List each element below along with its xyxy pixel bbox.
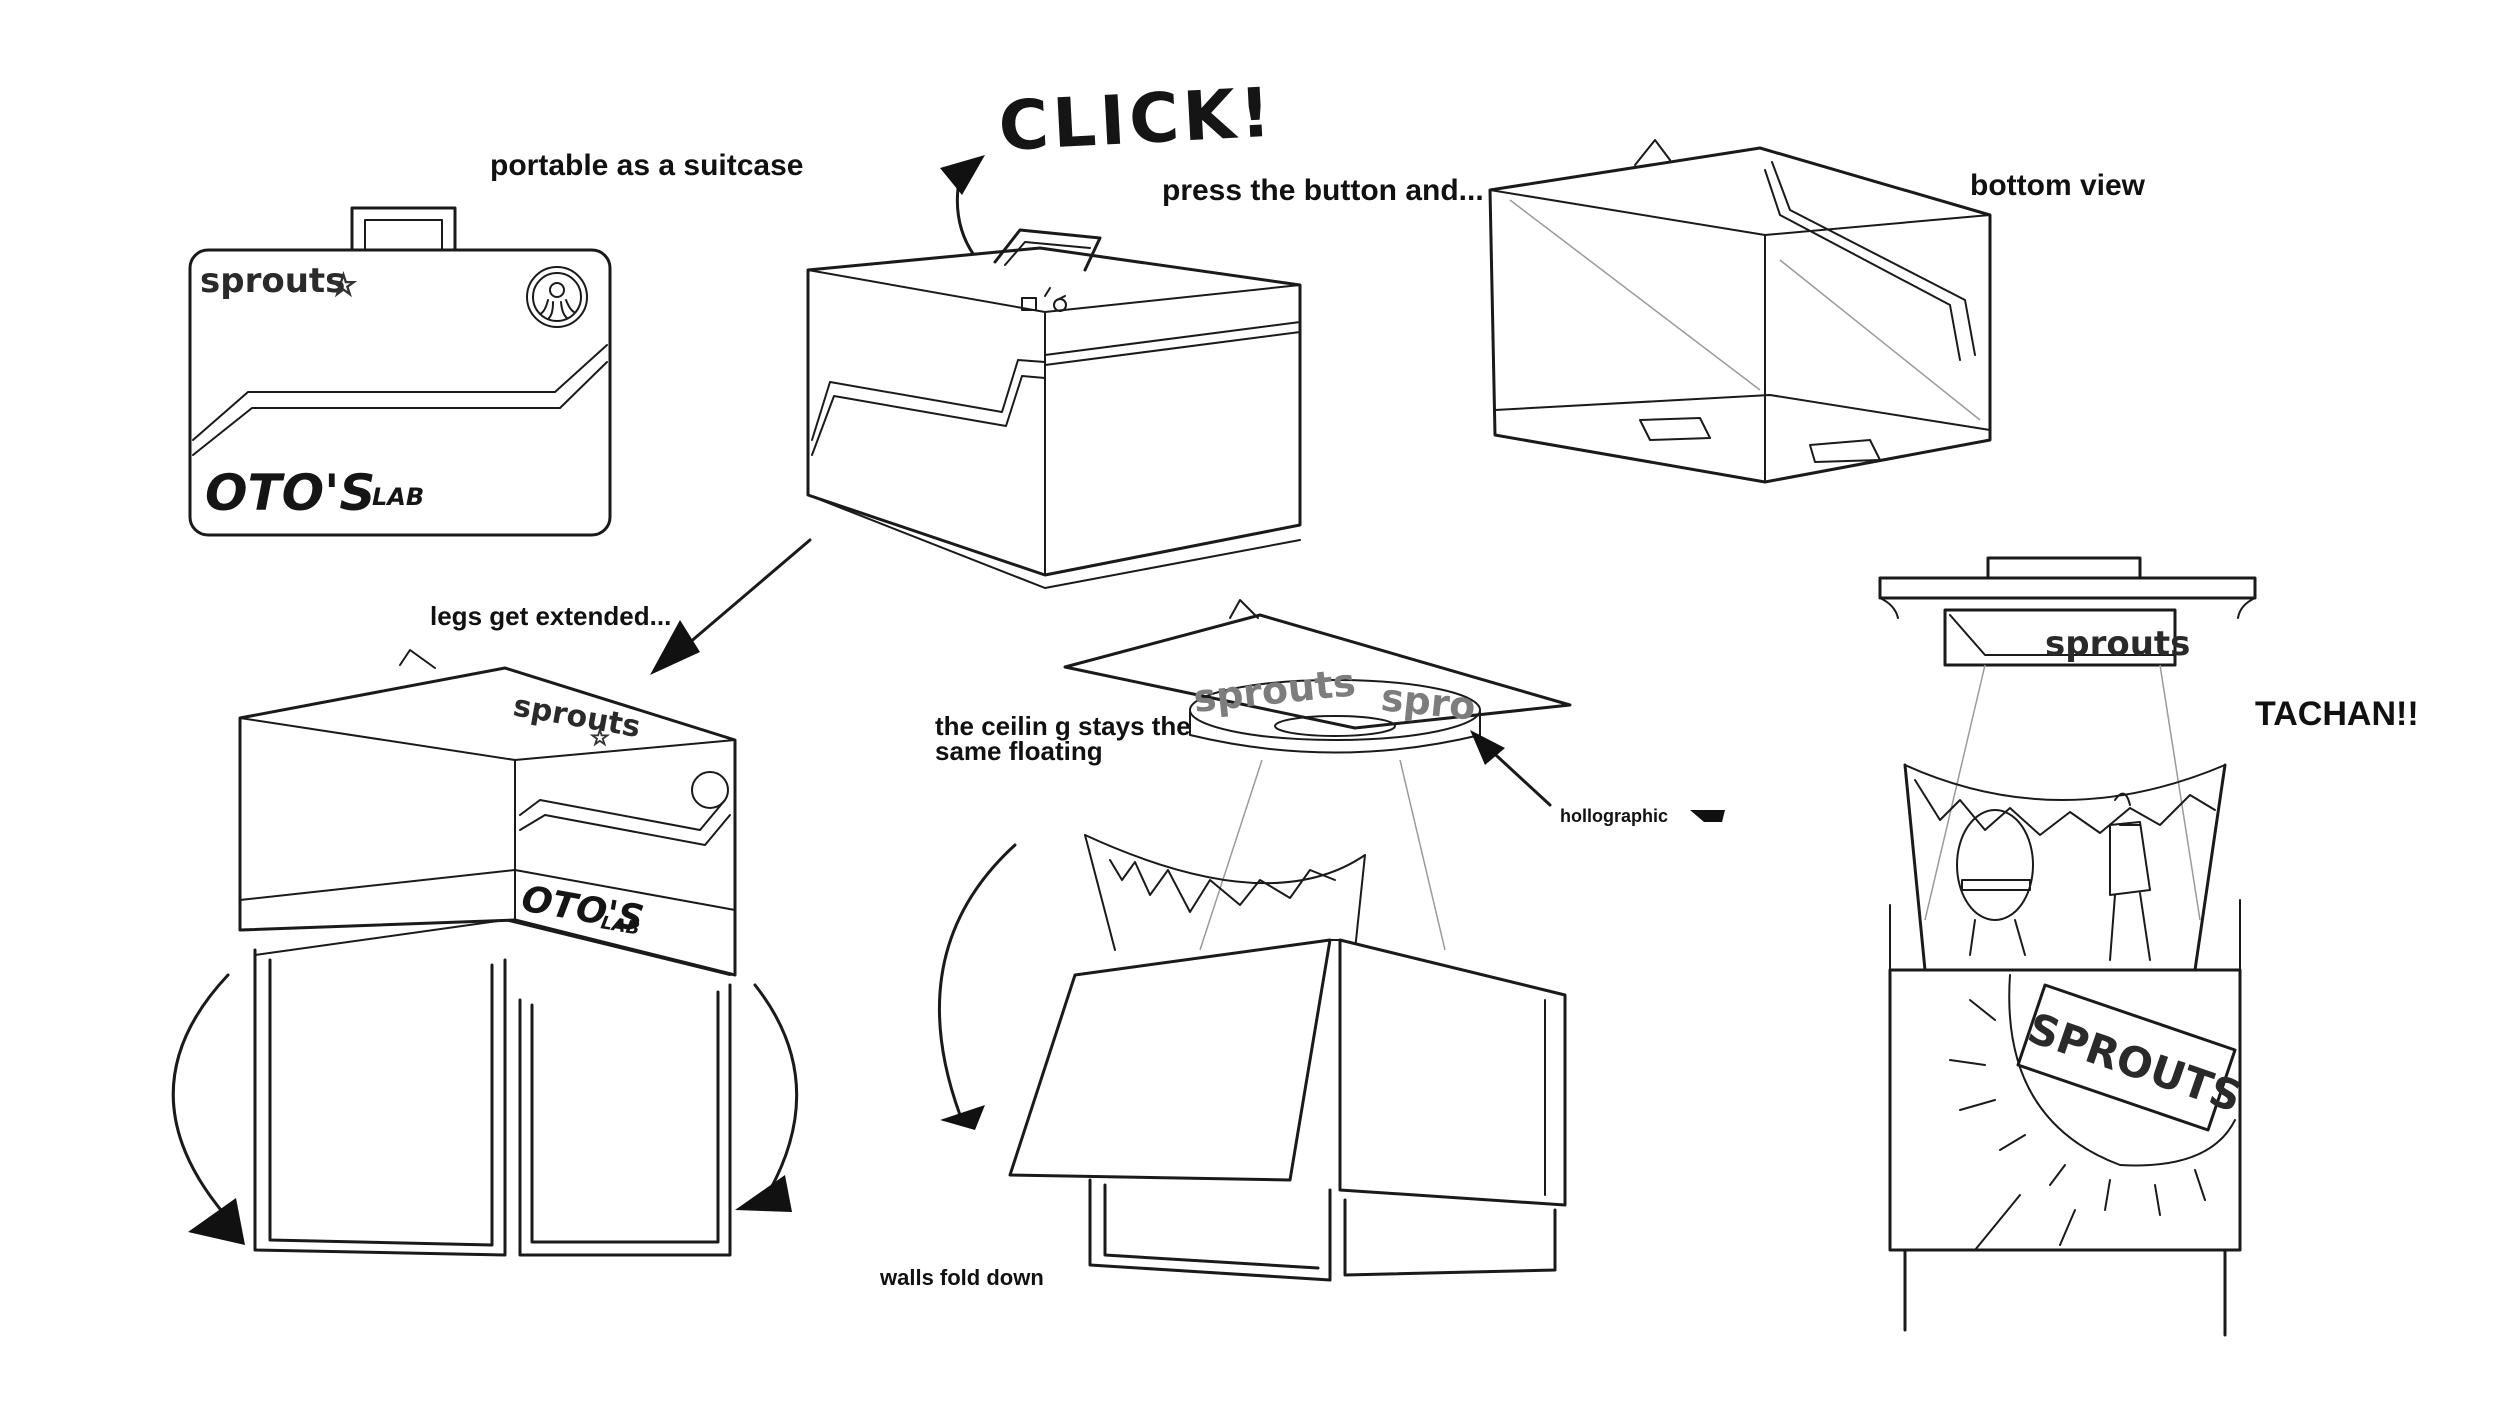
- sprouts-sign: [2016, 983, 2237, 1132]
- panel-click: CLICK! press the button and...: [650, 74, 1484, 675]
- suitcase-lab-name: OTO'S: [205, 464, 375, 522]
- panel-walls: the ceilin g stays the same floating spr…: [879, 599, 1725, 1290]
- panel-bottom-view: bottom view: [1488, 139, 2146, 484]
- wall-right: [1338, 938, 1567, 1207]
- panel-tachan: TACHAN!! sprouts SPROUTS: [1878, 556, 2419, 1337]
- puppet-sprout: [2109, 821, 2151, 896]
- caption-walls-fold: walls fold down: [879, 1265, 1044, 1290]
- suitcase-handle: [350, 206, 457, 252]
- panel-suitcase: portable as a suitcase sprouts ☆ OTO'S L…: [188, 149, 803, 537]
- caption-click: CLICK!: [997, 74, 1277, 167]
- star-icon: ☆: [330, 268, 357, 303]
- puppet-egg: [1956, 809, 2034, 921]
- octopus-seal-icon: [526, 266, 588, 328]
- suitcase-brand: sprouts: [200, 261, 345, 301]
- holo-brand-partial: spro: [1379, 675, 1478, 729]
- fold-arrow-right: [753, 983, 799, 1192]
- button-icon: [1021, 297, 1037, 311]
- caption-ceiling-line2: same floating: [935, 736, 1103, 766]
- wall-fold-arrow: [937, 843, 1017, 1117]
- box-bottom-view: [1488, 146, 1992, 484]
- folded-wall-front: [1008, 938, 1332, 1182]
- caption-tachan: TACHAN!!: [2255, 695, 2419, 733]
- star-icon: ☆: [590, 726, 610, 751]
- caption-portable: portable as a suitcase: [490, 149, 803, 182]
- sunglasses-icon: [1690, 810, 1725, 822]
- floating-ceiling: [1063, 613, 1572, 730]
- caption-ceiling-line1: the ceilin g stays the: [935, 711, 1191, 741]
- box-with-legs: [238, 666, 737, 977]
- sign-brand: sprouts: [2045, 624, 2190, 664]
- fold-arrow-left: [171, 973, 230, 1217]
- caption-bottom-view: bottom view: [1970, 169, 2146, 202]
- caption-press-button: press the button and...: [1162, 174, 1484, 207]
- closed-box: [806, 246, 1302, 577]
- top-lid: [1878, 576, 2257, 600]
- suitcase-lab-suffix: LAB: [372, 483, 424, 511]
- caption-holographic: hollographic: [1560, 806, 1668, 826]
- step-arrow: [673, 538, 812, 657]
- panel-legs: legs get extended... sprouts ☆ OTO'S LAB: [171, 601, 799, 1257]
- caption-legs-extended: legs get extended...: [430, 601, 671, 631]
